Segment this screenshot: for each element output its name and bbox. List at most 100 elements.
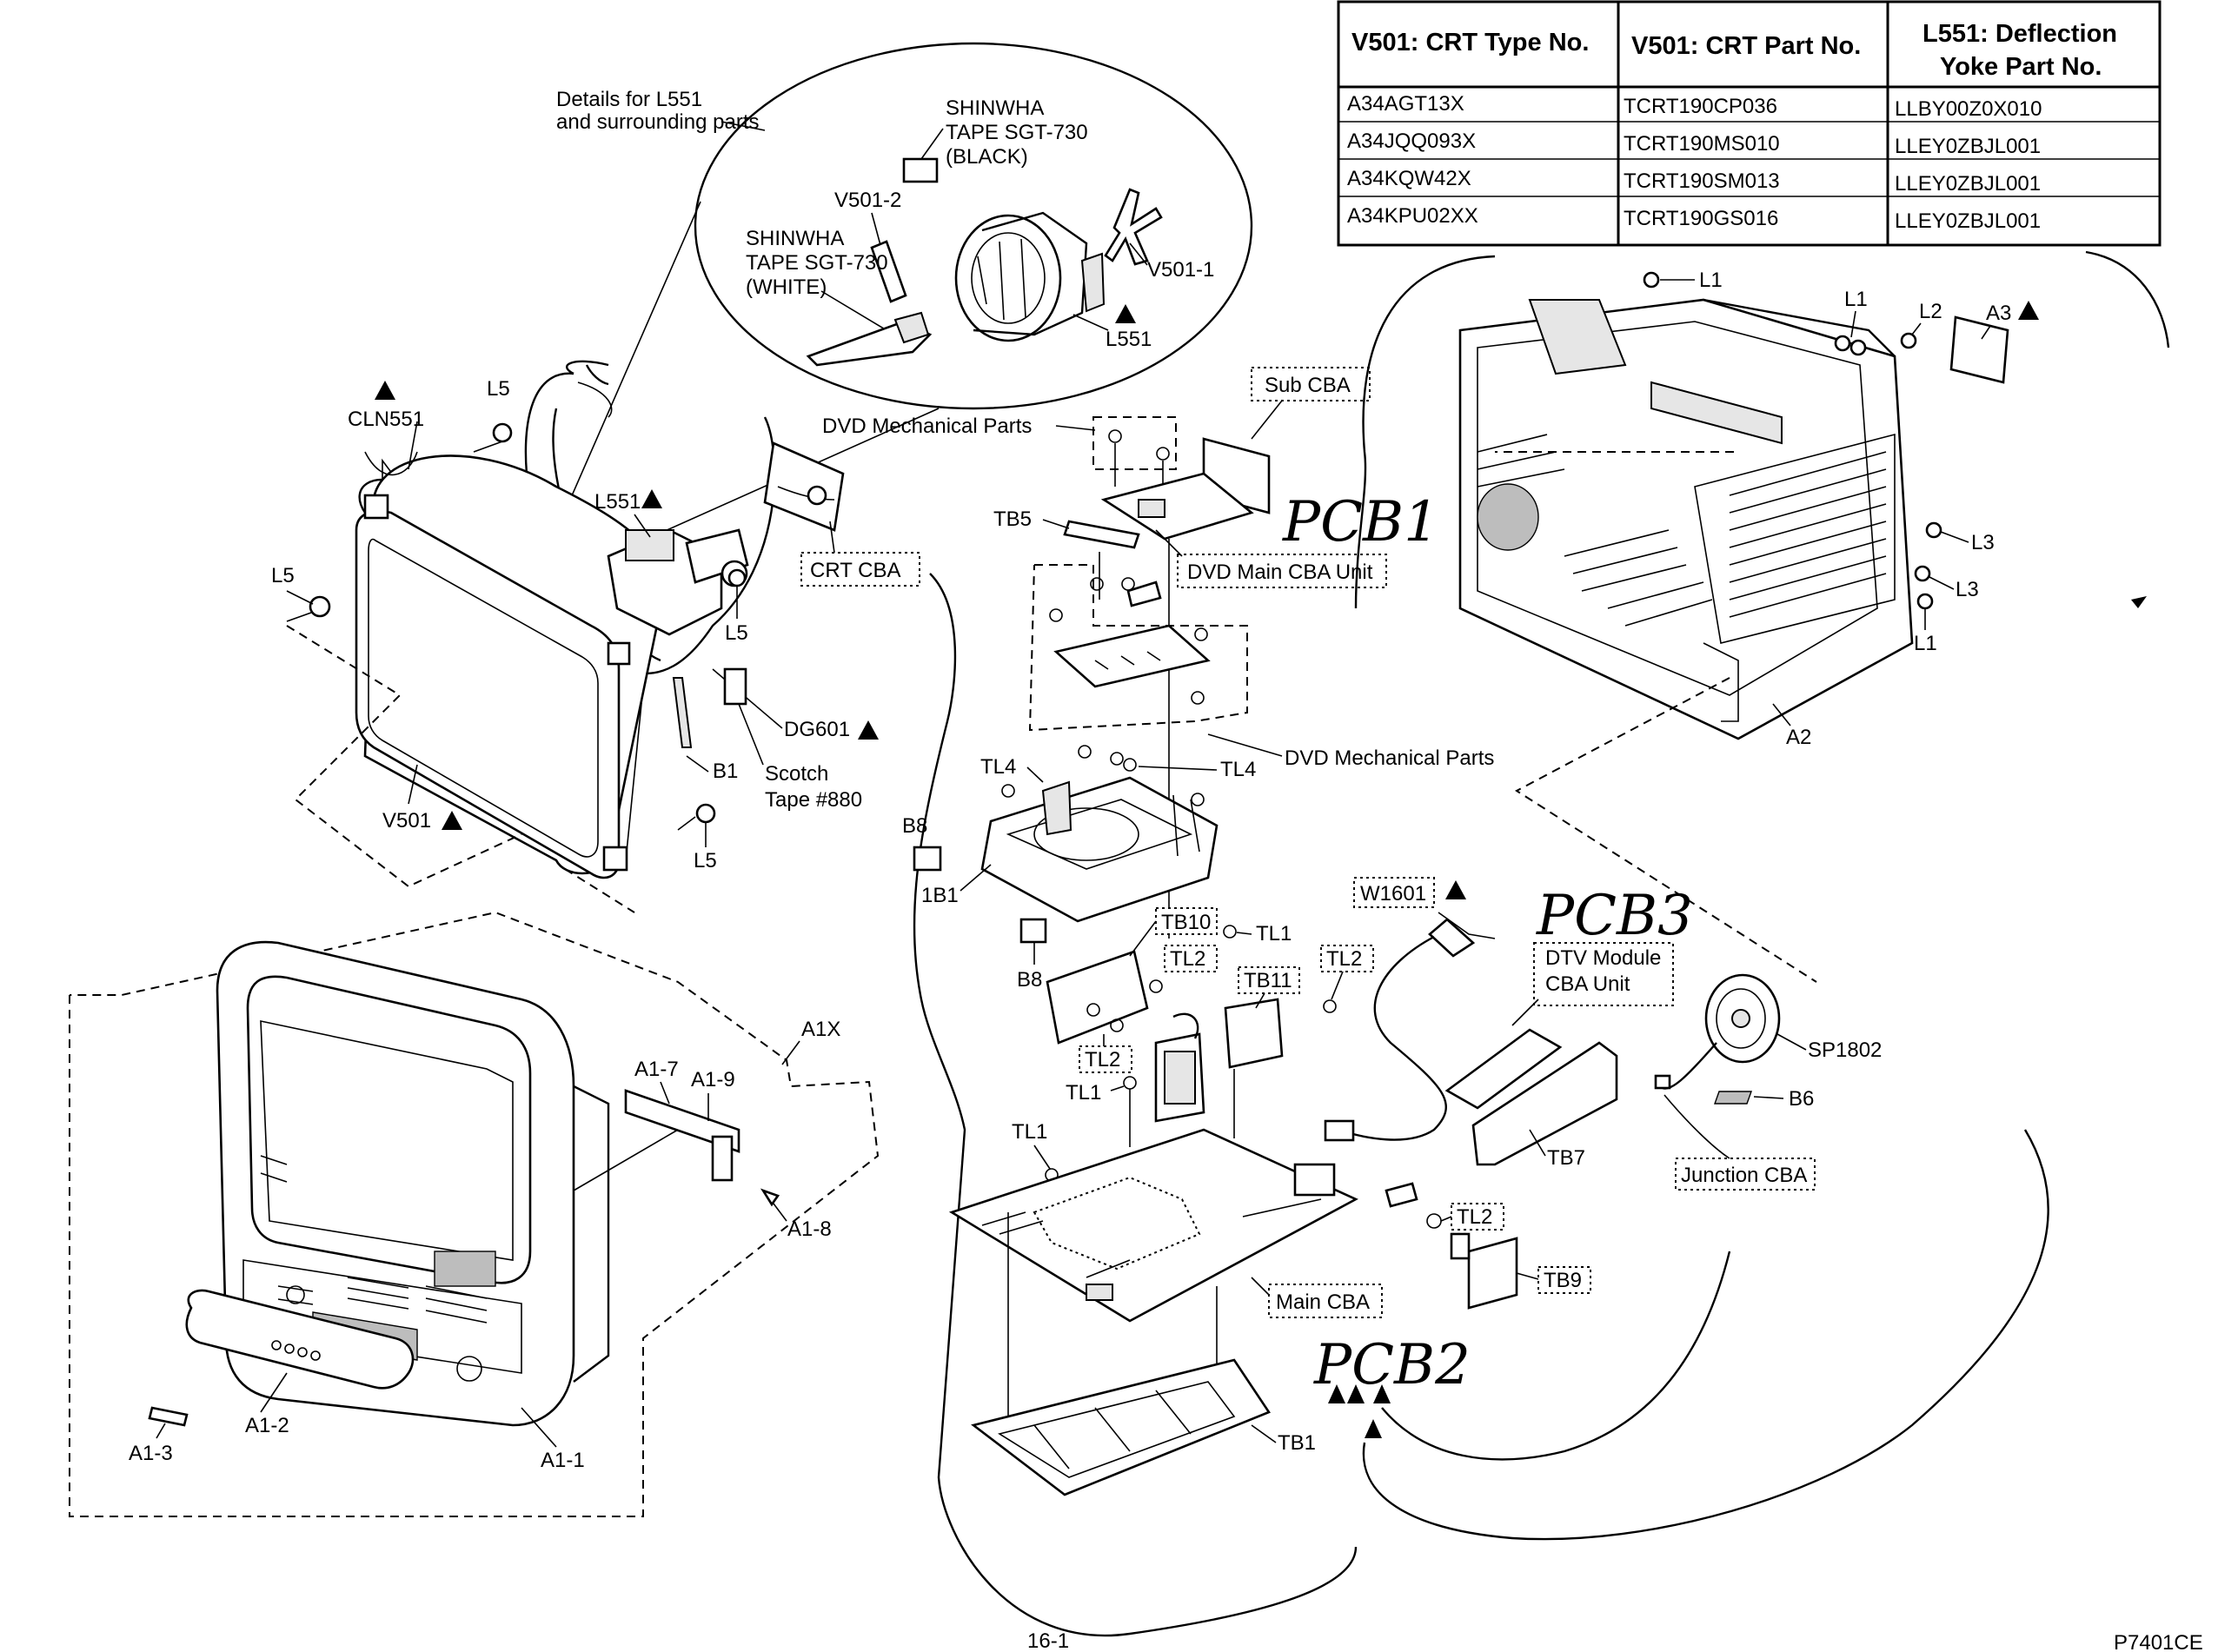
tl4-label-b: TL4 xyxy=(1220,758,1256,781)
power-cord xyxy=(1338,935,1447,1141)
crt-parts-table: V501: CRT Type No. V501: CRT Part No. L5… xyxy=(1337,0,2162,247)
button-panel xyxy=(185,1289,415,1390)
screw-icon xyxy=(1900,332,1917,349)
l3-label-b: L3 xyxy=(1956,578,1979,601)
table-cell: TCRT190SM013 xyxy=(1624,169,1780,193)
screw-icon xyxy=(727,568,747,587)
a1-3-part xyxy=(148,1406,189,1427)
mount-ear xyxy=(363,494,389,520)
l551-detail-callout: Details for L551 and surrounding parts S… xyxy=(556,42,1253,540)
warning-icon xyxy=(1328,1384,1345,1403)
tb5-tape xyxy=(1063,520,1140,549)
a1-3-label: A1-3 xyxy=(129,1442,173,1465)
a1-7-label: A1-7 xyxy=(634,1058,679,1081)
tape-white-label-1: SHINWHA xyxy=(746,227,844,250)
warning-icon xyxy=(1445,880,1466,899)
warning-icon xyxy=(641,489,662,508)
dvd-main-cba-label: DVD Main CBA Unit xyxy=(1187,561,1373,584)
main-cba-board xyxy=(948,1128,1358,1323)
table-header-yoke-1: L551: Deflection xyxy=(1922,20,2117,48)
table-header-yoke-2: Yoke Part No. xyxy=(1940,53,2102,81)
b8-block-b xyxy=(1019,918,1047,944)
l3-label-a: L3 xyxy=(1971,531,1995,554)
tl1-label-a: TL1 xyxy=(1256,922,1292,945)
tape-white-label-2: TAPE SGT-730 xyxy=(746,251,888,275)
tape-black-label-2: TAPE SGT-730 xyxy=(946,121,1088,144)
table-cell: TCRT190MS010 xyxy=(1624,132,1780,156)
table-cell: TCRT190GS016 xyxy=(1624,207,1778,230)
screw-icon xyxy=(1849,339,1867,356)
l5-label-b: L5 xyxy=(271,564,295,587)
tb7-label: TB7 xyxy=(1547,1146,1585,1170)
scotch-label-1: Scotch xyxy=(765,762,828,786)
l5-label-c: L5 xyxy=(725,621,748,645)
a3-label-plate xyxy=(1949,315,2009,384)
speaker-grille xyxy=(1477,483,1539,551)
dg601-label: DG601 xyxy=(784,718,850,741)
crt-cba-callout: CRT CBA xyxy=(800,521,920,587)
screw-icon xyxy=(309,595,331,618)
tl2-label-c: TL2 xyxy=(1326,947,1362,971)
sp1802-label: SP1802 xyxy=(1808,1038,1882,1062)
warning-icon xyxy=(858,720,879,740)
scotch-label-2: Tape #880 xyxy=(765,788,862,812)
dvd-main-cba-board xyxy=(1100,472,1254,541)
speaker-group: SP1802 B6 Junction CBA xyxy=(1654,973,1882,1191)
l1-label-b: L1 xyxy=(1844,288,1868,311)
tape-black-label-1: SHINWHA xyxy=(946,96,1044,120)
b1-label: B1 xyxy=(713,760,738,783)
ground-strap xyxy=(672,677,693,748)
dvd-mech-bottom-label: DVD Mechanical Parts xyxy=(1285,746,1494,770)
table-cell: A34AGT13X xyxy=(1347,92,1464,116)
table-header-crt-part: V501: CRT Part No. xyxy=(1631,32,1861,60)
table-cell: A34JQQ093X xyxy=(1347,129,1476,153)
table-header-crt-type: V501: CRT Type No. xyxy=(1351,29,1589,56)
b6-label: B6 xyxy=(1789,1087,1814,1111)
detail-title-line2: and surrounding parts xyxy=(556,110,759,134)
l5-label-d: L5 xyxy=(694,849,717,872)
a1-8-label: A1-8 xyxy=(787,1217,832,1241)
dtv-module-group: PCB3 DTV Module CBA Unit TB7 xyxy=(1444,884,1693,1170)
screw-icon xyxy=(1914,565,1931,582)
tb5-label: TB5 xyxy=(993,508,1032,531)
screw-icon xyxy=(1916,593,1934,610)
document-code: P7401CE xyxy=(2114,1631,2203,1652)
screw-icon xyxy=(695,803,716,824)
warning-icon xyxy=(2018,301,2039,320)
tb10-label: TB10 xyxy=(1161,911,1211,934)
table-cell: LLEY0ZBJL001 xyxy=(1895,209,2041,233)
screw-icon xyxy=(1834,335,1851,352)
table-cell: LLBY00Z0X010 xyxy=(1895,97,2042,121)
main-chassis-group: TB10 TL1 TL2 TL2 TL1 TL1 TB11 TL2 xyxy=(948,877,2049,1541)
l1-label-c: L1 xyxy=(1914,632,1937,655)
table-cell: LLEY0ZBJL001 xyxy=(1895,135,2041,158)
dvd-mech-top-label: DVD Mechanical Parts xyxy=(822,415,1032,438)
screw-icon xyxy=(1925,521,1942,539)
1b1-label: 1B1 xyxy=(921,884,959,907)
table-cell: TCRT190CP036 xyxy=(1624,95,1777,118)
dvd-mechanical-group: DVD Mechanical Parts Sub CBA PCB1 DVD Ma… xyxy=(822,367,1494,992)
warning-icon xyxy=(1365,1419,1382,1438)
tl1-label-c: TL1 xyxy=(1012,1120,1047,1144)
scotch-tape-piece xyxy=(723,667,747,706)
screw-icon xyxy=(1643,271,1660,289)
back-cabinet-group: A3 L1 L1 L2 L3 L3 L1 A2 xyxy=(1354,250,2170,983)
warning-icon xyxy=(442,811,462,830)
tb10-shield xyxy=(1046,950,1149,1045)
pcb2-handwritten: PCB2 xyxy=(1313,1333,1471,1397)
tl2-label-d: TL2 xyxy=(1457,1205,1492,1229)
v501-1-magnet xyxy=(1104,188,1163,266)
sub-cba-label: Sub CBA xyxy=(1265,374,1351,397)
warning-icon xyxy=(1115,304,1136,323)
tb9-bracket xyxy=(1467,1237,1518,1310)
crt-cba-label: CRT CBA xyxy=(810,559,900,582)
warning-icon xyxy=(375,381,395,400)
table-cell: A34KQW42X xyxy=(1347,167,1471,190)
l551-callout-label: L551 xyxy=(594,490,641,514)
b8-label-b: B8 xyxy=(1017,968,1042,992)
main-cba-label: Main CBA xyxy=(1276,1290,1370,1314)
l2-label: L2 xyxy=(1919,300,1942,323)
a1x-label: A1X xyxy=(801,1018,840,1041)
dtv-module-board xyxy=(1444,1028,1563,1110)
